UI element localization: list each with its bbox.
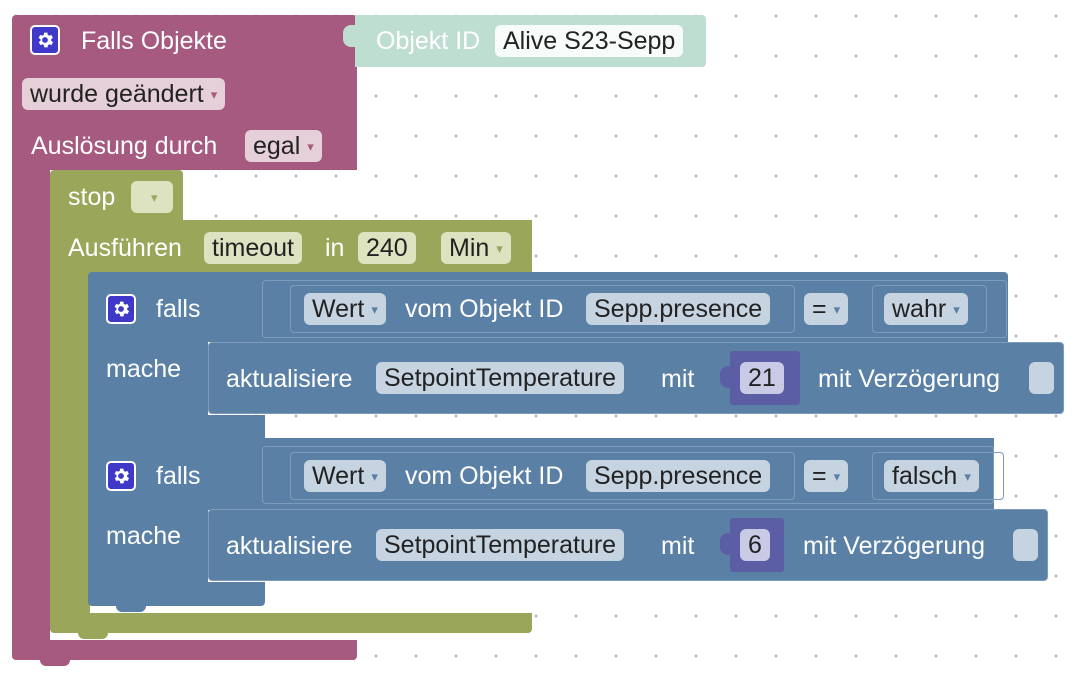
delay-checkbox[interactable]	[1029, 362, 1054, 394]
if-block-header[interactable]	[88, 272, 1008, 342]
chevron-down-icon: ▾	[307, 139, 314, 155]
number-value: 6	[748, 531, 762, 559]
state-object-field[interactable]: Sepp.presence	[586, 293, 771, 325]
bool-dropdown[interactable]: falsch ▾	[884, 460, 979, 492]
stop-dropdown[interactable]: ▾	[131, 181, 173, 213]
of-object-label: vom Objekt ID	[405, 462, 564, 490]
trigger-dropdown-value: wurde geändert	[30, 80, 204, 108]
compare-left-block[interactable]	[290, 285, 795, 333]
object-id-field[interactable]: Alive S23-Sepp	[495, 25, 684, 57]
operator-value: =	[812, 462, 827, 490]
number-plug	[720, 366, 732, 388]
number-field[interactable]: 6	[740, 529, 770, 561]
event-settings-button[interactable]	[30, 25, 60, 55]
event-title: Falls Objekte	[81, 27, 227, 55]
stop-label: stop	[68, 183, 116, 211]
update-target-value: SetpointTemperature	[384, 531, 617, 559]
update-label: aktualisiere	[226, 365, 353, 393]
if-label: falls	[156, 462, 201, 490]
timeout-notch	[78, 631, 108, 639]
timeout-unit-value: Min	[449, 234, 490, 262]
if-block-rail	[88, 508, 208, 584]
delay-checkbox[interactable]	[1013, 529, 1038, 561]
timeout-rail	[50, 270, 90, 615]
bool-value: falsch	[892, 462, 958, 490]
do-label: mache	[106, 355, 182, 383]
compare-block[interactable]	[262, 446, 994, 504]
object-id-block[interactable]: Objekt ID Alive S23-Sepp	[343, 15, 706, 67]
chevron-down-icon: ▾	[953, 302, 960, 318]
gear-icon	[114, 468, 130, 484]
trigger-by-value: egal	[253, 132, 301, 160]
if-block-rail	[88, 340, 208, 417]
chevron-down-icon: ▾	[151, 190, 158, 206]
state-object-field[interactable]: Sepp.presence	[586, 460, 771, 492]
trigger-by-dropdown[interactable]: egal ▾	[245, 130, 322, 162]
delay-label: mit Verzögerung	[818, 365, 1001, 393]
operator-dropdown[interactable]: =▾	[804, 293, 849, 325]
trigger-by-label: Auslösung durch	[31, 132, 218, 160]
chevron-down-icon: ▾	[210, 87, 218, 103]
number-value: 21	[748, 364, 776, 392]
timeout-execute-label: Ausführen	[68, 234, 182, 262]
if-label: falls	[156, 295, 201, 323]
chevron-down-icon: ▾	[371, 302, 378, 318]
update-block[interactable]	[208, 342, 1064, 414]
if-settings-button[interactable]	[106, 294, 136, 324]
timeout-unit-dropdown[interactable]: Min ▾	[441, 232, 511, 264]
timeout-value-field[interactable]: 240	[358, 232, 416, 264]
timeout-in-label: in	[325, 234, 345, 262]
object-id-plug	[343, 25, 357, 47]
timeout-name-value: timeout	[212, 234, 294, 262]
update-target-field[interactable]: SetpointTemperature	[376, 362, 625, 394]
attribute-dropdown[interactable]: Wert ▾	[304, 460, 386, 492]
chevron-down-icon: ▾	[964, 469, 971, 485]
bool-block[interactable]	[872, 452, 1004, 500]
trigger-dropdown[interactable]: wurde geändert ▾	[22, 78, 226, 110]
gear-icon	[38, 32, 54, 48]
event-block-footer	[12, 640, 357, 660]
attribute-value: Wert	[312, 462, 365, 490]
number-field[interactable]: 21	[740, 362, 784, 394]
gear-icon	[114, 301, 130, 317]
delay-label: mit Verzögerung	[803, 532, 986, 560]
number-plug	[720, 533, 732, 555]
if-block-footer	[88, 582, 265, 606]
operator-value: =	[812, 295, 827, 323]
if-settings-button[interactable]	[106, 461, 136, 491]
bool-value: wahr	[892, 295, 947, 323]
timeout-value: 240	[366, 234, 408, 262]
with-label: mit	[661, 365, 695, 393]
chevron-down-icon: ▾	[496, 241, 503, 257]
compare-left-block[interactable]	[290, 452, 795, 500]
update-block[interactable]	[208, 509, 1048, 581]
chevron-down-icon: ▾	[833, 302, 841, 318]
timeout-name-field[interactable]: timeout	[204, 232, 302, 264]
state-object-value: Sepp.presence	[594, 295, 763, 323]
with-label: mit	[661, 532, 695, 560]
state-object-value: Sepp.presence	[594, 462, 763, 490]
update-target-value: SetpointTemperature	[384, 364, 617, 392]
object-id-label: Objekt ID	[376, 27, 481, 55]
of-object-label: vom Objekt ID	[405, 295, 564, 323]
event-block-notch	[40, 658, 70, 666]
update-target-field[interactable]: SetpointTemperature	[376, 529, 625, 561]
if-block-footer	[88, 415, 265, 440]
attribute-dropdown[interactable]: Wert ▾	[304, 293, 386, 325]
do-label: mache	[106, 522, 182, 550]
if-block-notch	[116, 604, 146, 612]
chevron-down-icon: ▾	[833, 469, 841, 485]
event-block-rail	[12, 168, 50, 642]
bool-dropdown[interactable]: wahr ▾	[884, 293, 968, 325]
operator-dropdown[interactable]: =▾	[804, 460, 849, 492]
chevron-down-icon: ▾	[371, 469, 378, 485]
timeout-footer	[50, 613, 532, 633]
update-label: aktualisiere	[226, 532, 353, 560]
attribute-value: Wert	[312, 295, 365, 323]
compare-block[interactable]	[262, 280, 1007, 338]
object-id-value: Alive S23-Sepp	[503, 27, 676, 55]
bool-block[interactable]	[872, 285, 987, 333]
